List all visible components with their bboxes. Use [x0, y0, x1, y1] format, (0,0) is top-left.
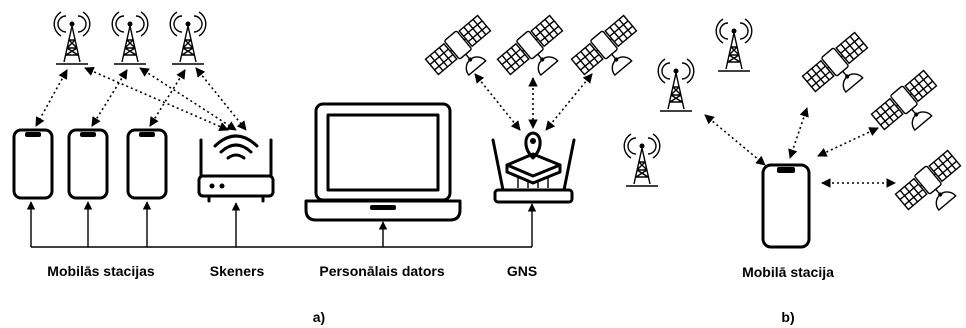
- label-pc: Personālais dators: [319, 263, 444, 279]
- wireless-links-a: [35, 67, 593, 131]
- label-mobile-stations: Mobilās stacijas: [47, 263, 155, 279]
- gns-receiver-icon: [491, 131, 576, 204]
- satellite-icon: [495, 13, 577, 91]
- label-scanner: Skeners: [210, 263, 265, 279]
- wifi-router-icon: [197, 134, 275, 203]
- part-b-diagram: Mobilā stacija b): [623, 18, 966, 325]
- part-b-label: b): [781, 309, 794, 325]
- cell-tower-icon: [657, 58, 695, 112]
- smartphone-icon: [12, 128, 54, 200]
- wired-bus: [26, 201, 537, 248]
- cell-tower-icon: [715, 18, 753, 72]
- cell-tower-icon: [111, 11, 149, 65]
- laptop-icon: [304, 102, 462, 222]
- smartphone-icon: [67, 128, 109, 200]
- cell-tower-icon: [169, 11, 207, 65]
- label-gns: GNS: [507, 263, 537, 279]
- part-a-label: a): [313, 309, 325, 325]
- satellite-icon: [800, 30, 882, 108]
- part-a-diagram: Mobilās stacijas Skeners Personālais dat…: [12, 11, 651, 325]
- cell-tower-icon: [53, 11, 91, 65]
- cell-tower-icon: [623, 133, 661, 187]
- satellite-icon: [869, 68, 951, 146]
- satellite-icon: [423, 13, 505, 91]
- smartphone-icon: [126, 128, 168, 200]
- satellite-icon: [569, 13, 651, 91]
- label-mobile-station: Mobilā stacija: [742, 264, 834, 280]
- wireless-links-b: [704, 107, 896, 188]
- smartphone-icon: [761, 163, 811, 249]
- satellite-icon: [893, 148, 966, 226]
